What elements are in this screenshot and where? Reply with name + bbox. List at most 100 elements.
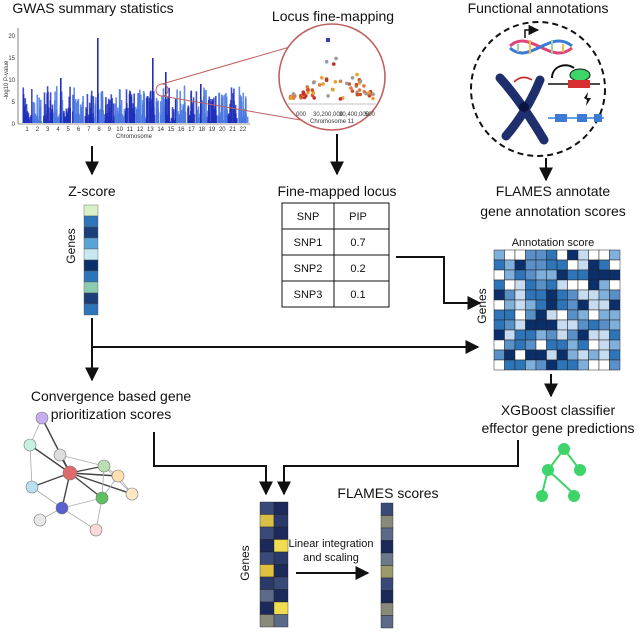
heatmap-cell bbox=[598, 329, 610, 341]
heatmap-cell bbox=[504, 289, 516, 301]
manhattan-x-tick: 16 bbox=[178, 127, 185, 133]
manhattan-bar bbox=[145, 97, 148, 123]
manhattan-bar bbox=[182, 108, 184, 123]
zoom-point bbox=[324, 78, 329, 82]
manhattan-bar bbox=[120, 114, 123, 123]
manhattan-bar bbox=[138, 119, 140, 123]
heatmap-cell bbox=[588, 309, 600, 321]
network-node bbox=[62, 465, 78, 481]
manhattan-bar bbox=[44, 104, 47, 123]
input-cell bbox=[259, 601, 275, 615]
manhattan-bar bbox=[166, 115, 169, 123]
heatmap-cell bbox=[609, 259, 621, 271]
heatmap-cell bbox=[609, 289, 621, 301]
zoom-point bbox=[332, 62, 336, 66]
zscore-cell bbox=[83, 303, 99, 316]
heatmap-cell bbox=[598, 269, 610, 281]
manhattan-bar bbox=[198, 117, 200, 123]
manhattan-bar bbox=[101, 96, 104, 123]
manhattan-bar bbox=[117, 119, 120, 123]
manhattan-bar bbox=[64, 119, 66, 123]
heatmap-cell bbox=[567, 299, 579, 311]
manhattan-bar bbox=[171, 118, 173, 123]
zoom-point bbox=[334, 56, 338, 61]
heatmap-cell bbox=[577, 339, 589, 351]
heatmap-cell bbox=[609, 249, 621, 261]
heatmap-cell bbox=[556, 339, 568, 351]
manhattan-bar bbox=[61, 117, 63, 123]
heatmap-cell bbox=[525, 349, 537, 361]
heatmap-cell bbox=[493, 299, 505, 311]
heatmap-cell bbox=[546, 249, 558, 261]
manhattan-bar bbox=[116, 118, 119, 123]
zscore-gene-column bbox=[83, 204, 99, 316]
manhattan-bar bbox=[171, 107, 174, 123]
functional-annotations-illustration bbox=[470, 21, 606, 157]
manhattan-bar bbox=[207, 118, 209, 123]
manhattan-bar bbox=[190, 90, 193, 123]
chromosome-icon bbox=[495, 73, 549, 145]
heatmap-cell bbox=[609, 299, 621, 311]
heatmap-cell bbox=[567, 339, 579, 351]
manhattan-x-tick: 15 bbox=[168, 127, 175, 133]
manhattan-bar bbox=[75, 102, 78, 123]
heatmap-cell bbox=[598, 309, 610, 321]
manhattan-bar bbox=[191, 102, 194, 123]
manhattan-bar bbox=[25, 104, 28, 123]
manhattan-y-tick: 0 bbox=[12, 122, 16, 128]
manhattan-bar bbox=[114, 114, 117, 123]
manhattan-bar bbox=[141, 114, 143, 123]
manhattan-bar bbox=[105, 97, 107, 123]
zoom-point bbox=[349, 86, 353, 90]
heatmap-cell bbox=[546, 259, 558, 271]
heatmap-cell bbox=[567, 269, 579, 281]
flames-annotate-title-line2: gene annotation scores bbox=[480, 203, 626, 219]
manhattan-bar bbox=[167, 96, 170, 123]
manhattan-bar bbox=[53, 112, 55, 123]
manhattan-bar bbox=[98, 109, 100, 123]
zoom-point bbox=[355, 92, 360, 97]
zoom-point bbox=[321, 82, 325, 86]
heatmap-cell bbox=[577, 349, 589, 361]
zoom-point bbox=[317, 83, 322, 87]
zoom-lead-snp bbox=[326, 38, 330, 42]
input-cell bbox=[273, 601, 289, 615]
heatmap-cell bbox=[567, 359, 579, 371]
heatmap-cell bbox=[598, 319, 610, 331]
manhattan-bar bbox=[36, 94, 39, 123]
zscore-cell bbox=[83, 237, 99, 250]
input-cell bbox=[259, 614, 275, 628]
manhattan-bar bbox=[93, 117, 96, 123]
zoom-point bbox=[338, 97, 343, 101]
network-edge bbox=[61, 507, 97, 531]
table-cell: 0.1 bbox=[350, 289, 365, 301]
network-edge bbox=[29, 444, 33, 488]
zscore-title: Z-score bbox=[68, 183, 116, 199]
manhattan-x-tick: 11 bbox=[127, 127, 134, 133]
heatmap-cell bbox=[525, 259, 537, 271]
zoom-point bbox=[312, 96, 317, 100]
network-edge bbox=[61, 497, 103, 509]
zoom-point bbox=[338, 79, 343, 84]
xgboost-title-line1: XGBoost classifier bbox=[501, 402, 616, 418]
manhattan-x-tick: 1 bbox=[25, 127, 29, 133]
input-cell bbox=[273, 501, 289, 515]
annotation-genes-label: Genes bbox=[475, 288, 489, 323]
network-node bbox=[35, 411, 49, 425]
heatmap-cell bbox=[525, 319, 537, 331]
heatmap-cell bbox=[556, 289, 568, 301]
input-cell bbox=[273, 576, 289, 590]
manhattan-bar bbox=[32, 102, 34, 123]
heatmap-cell bbox=[535, 259, 547, 271]
manhattan-bar bbox=[166, 99, 168, 123]
zoom-point bbox=[354, 82, 359, 87]
heatmap-cell bbox=[504, 249, 516, 261]
manhattan-bar bbox=[129, 90, 131, 123]
manhattan-bar bbox=[110, 117, 112, 123]
manhattan-bar bbox=[160, 101, 162, 123]
manhattan-bar bbox=[162, 105, 165, 123]
manhattan-bar bbox=[218, 92, 220, 123]
heatmap-cell bbox=[504, 259, 516, 271]
heatmap-cell bbox=[588, 269, 600, 281]
